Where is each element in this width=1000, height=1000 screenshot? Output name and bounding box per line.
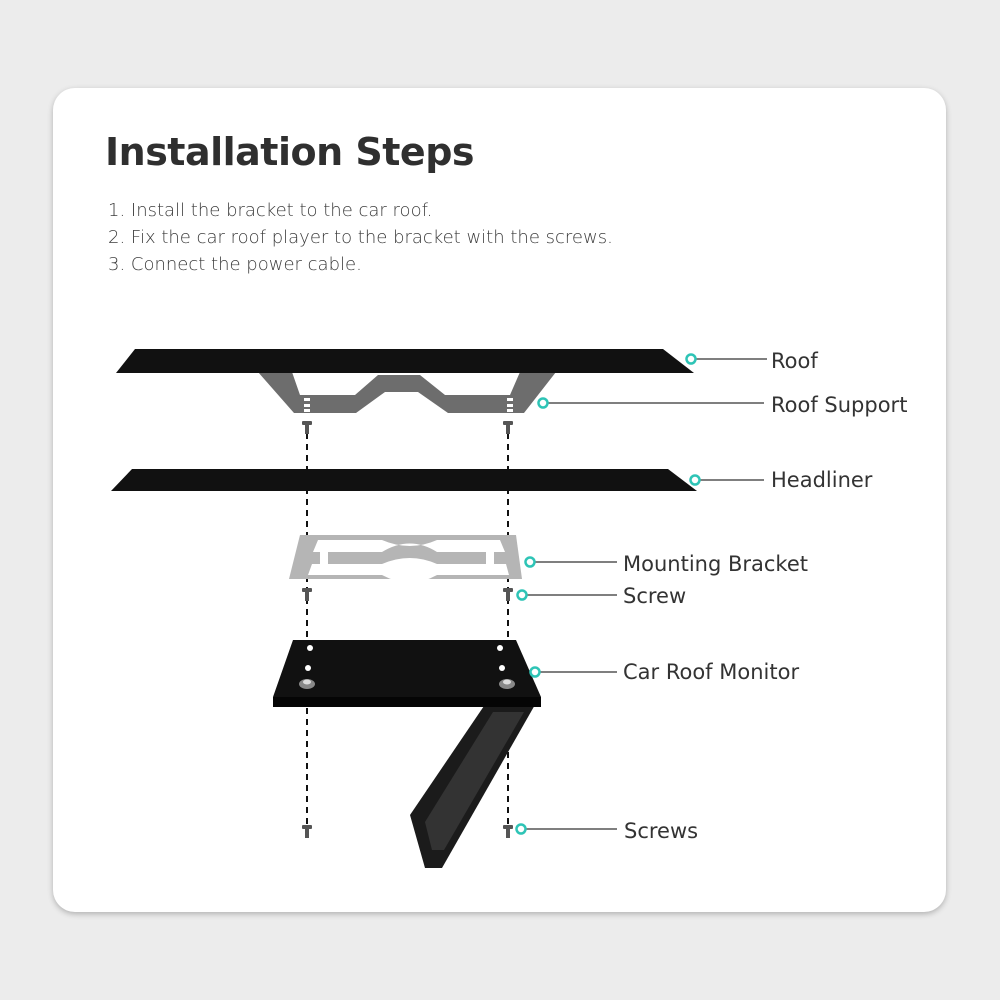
roof-support (258, 372, 556, 413)
label-headliner: Headliner (771, 468, 873, 492)
label-screws: Screws (624, 819, 699, 843)
label-roof: Roof (771, 349, 818, 373)
screw-icon (302, 588, 312, 601)
screw-icon (503, 421, 513, 434)
roof-support-holes (304, 398, 513, 412)
label-roof-support: Roof Support (771, 393, 908, 417)
callout-lines (526, 358, 767, 830)
screw-icon (503, 588, 513, 601)
step-3: 3. Connect the power cable. (108, 254, 362, 275)
mounting-bracket (289, 535, 522, 583)
callout-dot-screw (516, 589, 528, 601)
screw-icon (302, 421, 312, 434)
callout-dot-roof (685, 353, 697, 365)
step-2: 2. Fix the car roof player to the bracke… (108, 227, 613, 248)
step-1: 1. Install the bracket to the car roof. (108, 200, 433, 221)
roof-panel (116, 349, 694, 373)
callout-dot-monitor (529, 666, 541, 678)
steps-list: 1. Install the bracket to the car roof. … (108, 197, 613, 278)
headliner-panel (111, 469, 697, 491)
label-mounting-bracket: Mounting Bracket (623, 552, 808, 576)
car-roof-monitor (273, 640, 541, 707)
callout-dot-headliner (689, 474, 701, 486)
label-screw: Screw (623, 584, 687, 608)
label-car-roof-monitor: Car Roof Monitor (623, 660, 800, 684)
callout-dot-mounting-bracket (524, 556, 536, 568)
screw-icon (503, 825, 513, 838)
callout-dot-roof-support (537, 397, 549, 409)
screw-icon (302, 825, 312, 838)
callout-dots (515, 353, 701, 835)
callout-dot-screws (515, 823, 527, 835)
card (53, 88, 946, 912)
screws (302, 421, 513, 838)
page-title: Installation Steps (105, 130, 475, 174)
